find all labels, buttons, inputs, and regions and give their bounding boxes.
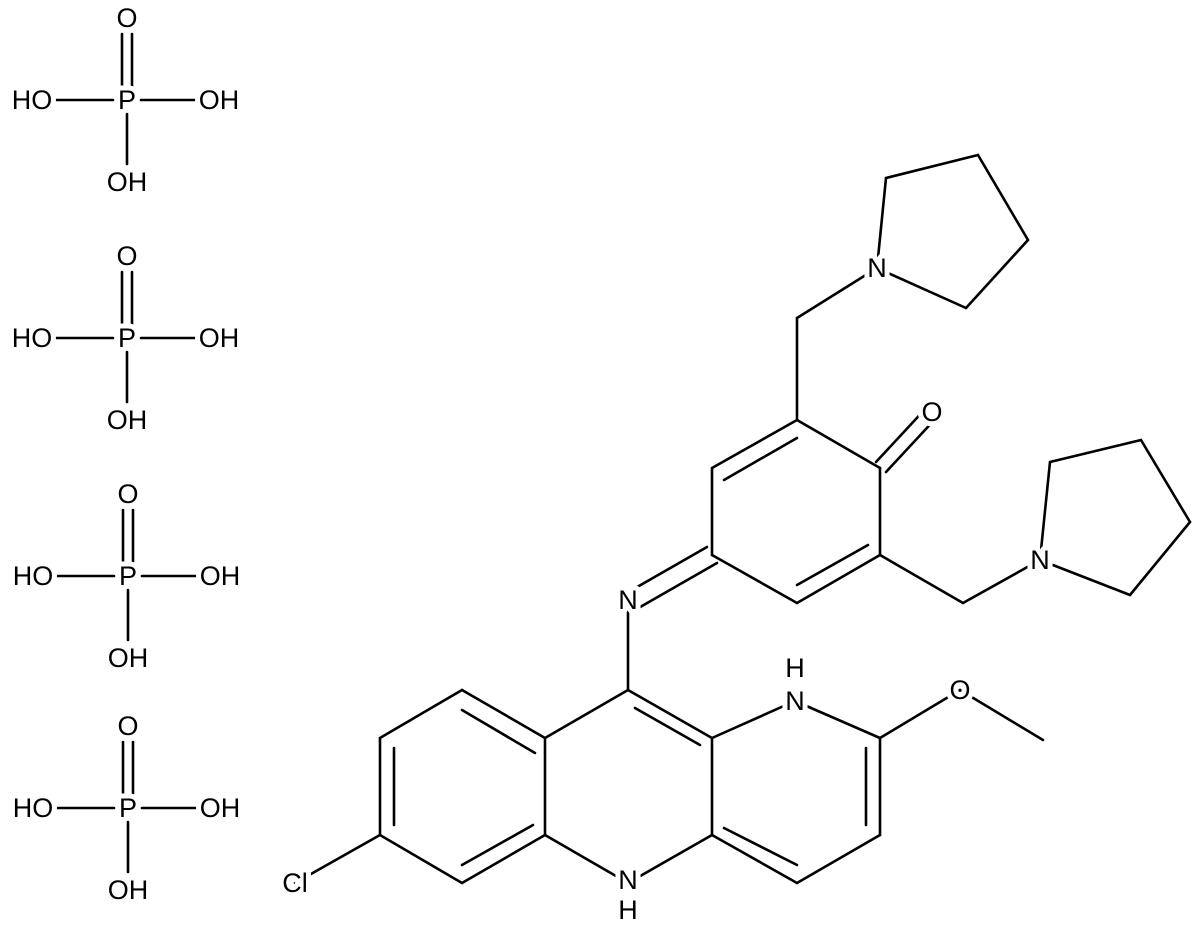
atom-p: P <box>119 561 137 591</box>
bond <box>293 833 382 885</box>
bond <box>710 553 799 605</box>
bond <box>626 688 714 740</box>
bond <box>1128 520 1192 597</box>
bond <box>543 833 630 885</box>
bond <box>878 553 965 605</box>
bond <box>626 833 714 885</box>
bond <box>460 708 537 755</box>
bond <box>1048 438 1143 464</box>
atom-nh5-n: N <box>618 865 638 895</box>
atom-nh5-h: H <box>618 895 638 925</box>
atom-o: O <box>116 241 137 271</box>
bond <box>710 833 799 885</box>
bond <box>958 688 1045 742</box>
bond <box>1139 438 1192 524</box>
bond <box>795 553 882 605</box>
atom-oh-bottom: OH <box>107 405 148 435</box>
bond <box>722 826 799 867</box>
bond <box>460 823 535 867</box>
atom-imine-n: N <box>618 585 638 615</box>
bond <box>874 404 930 464</box>
atom-ho: HO <box>13 561 54 591</box>
bond <box>460 688 547 740</box>
atom-oh-bottom: OH <box>108 875 149 905</box>
bond <box>378 688 464 740</box>
bonds <box>53 32 1192 885</box>
bond <box>378 833 464 885</box>
atom-nh1-n: N <box>785 686 805 716</box>
bond <box>633 706 702 747</box>
atom-o: O <box>117 479 138 509</box>
bond <box>1038 460 1052 562</box>
bond <box>623 545 709 596</box>
atom-p: P <box>118 323 136 353</box>
bond <box>795 833 882 885</box>
bond <box>961 558 1042 605</box>
phosphoric-acids: P O HO OH OH P O HO OH OH P O HO OH OH P O HO OH OH <box>7 0 246 910</box>
atom-oh-right: OH <box>199 323 240 353</box>
atom-pyrrolidine-n2: N <box>1030 545 1050 575</box>
phosphoric-acid: P O HO OH OH <box>7 236 245 440</box>
atom-oh-right: OH <box>200 793 241 823</box>
bond <box>875 266 968 310</box>
bond <box>875 176 888 270</box>
atom-ho: HO <box>12 323 53 353</box>
atom-oh-right: OH <box>199 85 240 115</box>
bond <box>795 543 870 587</box>
atom-ho: HO <box>12 85 53 115</box>
bond <box>976 153 1030 242</box>
atom-p: P <box>118 85 136 115</box>
atom-pyrrolidine-n1: N <box>867 253 887 283</box>
bond <box>543 688 630 740</box>
atom-oh-bottom: OH <box>108 643 149 673</box>
bond <box>722 436 799 482</box>
bond <box>795 266 879 320</box>
bond <box>795 418 882 470</box>
phosphoric-acid: P O HO OH OH <box>8 706 246 910</box>
molecule-atom-labels: N O N N N H O N H Cl <box>277 248 1055 929</box>
bond <box>884 414 940 474</box>
bond <box>710 699 797 740</box>
atom-oh-bottom: OH <box>107 167 148 197</box>
atom-chlorine: Cl <box>282 868 308 898</box>
atom-methoxy-o: O <box>949 675 970 705</box>
bond <box>964 238 1030 310</box>
phosphoric-acid: P O HO OH OH <box>8 474 246 678</box>
atom-nh1-h: H <box>785 653 805 683</box>
bond <box>793 699 882 740</box>
phosphoric-acid: P O HO OH OH <box>7 0 245 202</box>
atom-o: O <box>117 711 138 741</box>
bond <box>460 833 547 885</box>
bond <box>633 561 719 612</box>
bond <box>884 153 980 180</box>
atom-o: O <box>116 3 137 33</box>
atom-ho: HO <box>13 793 54 823</box>
atom-p: P <box>119 793 137 823</box>
bond <box>1038 558 1132 597</box>
atom-oh-right: OH <box>200 561 241 591</box>
bond <box>710 418 799 470</box>
bond <box>878 688 962 740</box>
atom-ketone-o: O <box>921 397 942 427</box>
